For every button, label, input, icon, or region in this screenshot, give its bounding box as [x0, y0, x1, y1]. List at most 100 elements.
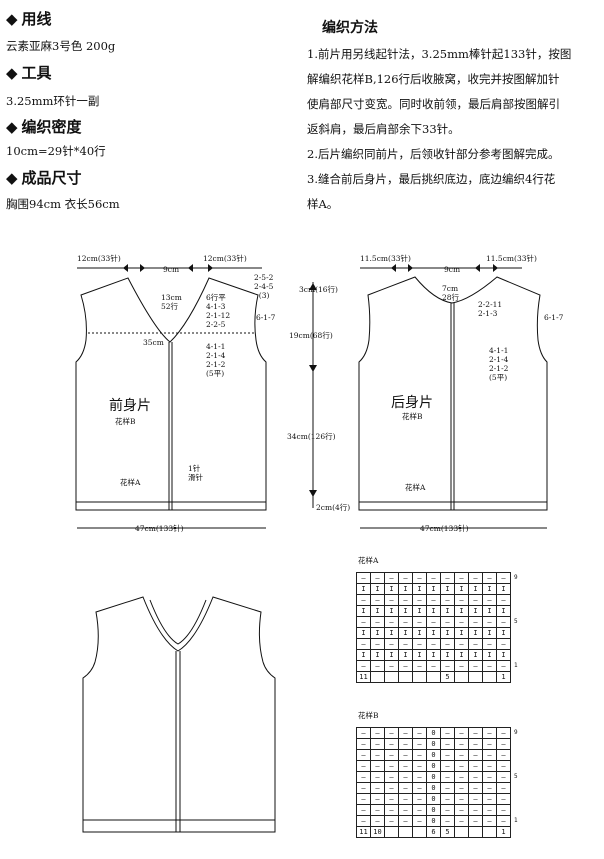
chart-row: —————0————— [356, 793, 528, 805]
chart-cell: — [482, 782, 497, 794]
chart-cell: — [454, 793, 469, 805]
chart-col-number: 10 [370, 826, 385, 838]
chart-row-number [511, 606, 528, 617]
chart-cell: — [370, 760, 385, 772]
diamond-icon: ◆ [6, 64, 18, 82]
front-title: 前身片 [109, 398, 151, 414]
chart-cell: I [454, 649, 469, 661]
chart-cell: — [440, 771, 455, 783]
chart-row: —————0————— [356, 760, 528, 772]
chart-row-number: 5 [514, 618, 518, 625]
chart-cell: — [496, 616, 511, 628]
chart-cell: 0 [426, 782, 441, 794]
chart-cell: — [398, 815, 413, 827]
chart-cell: — [412, 738, 427, 750]
chart-cell: I [440, 605, 455, 617]
chart-cell: — [412, 793, 427, 805]
method-line: 1.前片用另线起针法，3.25mm棒针起133针，按图 [307, 47, 572, 61]
chart-cell: — [426, 594, 441, 606]
chart-cell: 0 [426, 749, 441, 761]
chart-cell: — [482, 815, 497, 827]
chart-cell: — [468, 727, 483, 739]
chart-cell: — [370, 638, 385, 650]
chart-col-number: 11 [356, 826, 371, 838]
chart-cell: I [398, 627, 413, 639]
chart-cell: — [496, 660, 511, 672]
chart-cell: I [370, 583, 385, 595]
chart-cell: I [356, 649, 371, 661]
vertical-armhole: 19cm(68行) [289, 331, 333, 340]
chart-row: ———————————9 [356, 572, 528, 584]
vertical-body: 34cm(126行) [287, 432, 336, 441]
chart-row-number [511, 750, 528, 761]
chart-cell: — [496, 815, 511, 827]
chart-cell: — [468, 638, 483, 650]
size-heading: ◆成品尺寸 [6, 167, 82, 188]
chart-cell: I [412, 649, 427, 661]
chart-cell: — [412, 594, 427, 606]
chart-cell: — [454, 660, 469, 672]
vertical-top: 3cm(16行) [299, 285, 338, 294]
chart-cell: — [468, 738, 483, 750]
chart-cell: — [468, 616, 483, 628]
chart-cell: — [440, 793, 455, 805]
chart-cell: — [412, 782, 427, 794]
chart-cell: I [496, 583, 511, 595]
chart-cell: — [440, 594, 455, 606]
chart-col-number [384, 671, 399, 683]
chart-cell: 0 [426, 760, 441, 772]
chart-cell: — [384, 594, 399, 606]
chart-cell: — [398, 793, 413, 805]
chart-cell: — [496, 572, 511, 584]
chart-cell: I [398, 605, 413, 617]
method-line: 3.缝合前后身片，最后挑织底边，底边编织4行花 [307, 172, 556, 186]
chart-cell: — [468, 594, 483, 606]
chart-cell: — [384, 638, 399, 650]
method-line: 解编织花样B,126行后收腋窝，收完并按图解加针 [307, 72, 560, 86]
chart-cell: — [440, 815, 455, 827]
chart-cell: — [356, 760, 371, 772]
chart-col-number [398, 671, 413, 683]
chart-cell: I [356, 605, 371, 617]
chart-row-number [511, 639, 528, 650]
chart-cell: — [356, 616, 371, 628]
chart-row-number [511, 761, 528, 772]
chart-cell: I [356, 583, 371, 595]
chart-cell: — [468, 804, 483, 816]
chart-cell: I [440, 627, 455, 639]
chart-cell: — [440, 572, 455, 584]
chart-cell: I [468, 583, 483, 595]
chart-cell: — [496, 760, 511, 772]
chart-cell: 0 [426, 771, 441, 783]
chart-cell: I [398, 583, 413, 595]
chart-row: —————0—————1 [356, 815, 528, 827]
chart-cell: — [468, 771, 483, 783]
chart-cell: — [384, 760, 399, 772]
chart-row-number: 1 [514, 817, 518, 824]
method-steps: 1.前片用另线起针法，3.25mm棒针起133针，按图 解编织花样B,126行后… [307, 42, 571, 217]
gauge-text: 10cm=29针*40行 [6, 144, 106, 158]
chart-cell: — [440, 760, 455, 772]
chart-cell: I [384, 583, 399, 595]
chart-cell: — [412, 804, 427, 816]
front-armhole-dec: 4-1-1 2-1-4 2-1-2 (5平) [206, 342, 226, 378]
chart-cell: — [356, 804, 371, 816]
chart-cell: I [440, 649, 455, 661]
chart-cell: — [370, 727, 385, 739]
chart-cell: — [384, 782, 399, 794]
tools-title: 工具 [21, 64, 52, 82]
chart-col-number: 6 [426, 826, 441, 838]
chart-cell: — [454, 804, 469, 816]
chart-col-number: 1 [496, 826, 511, 838]
chart-cell: — [412, 771, 427, 783]
chart-cell: I [412, 583, 427, 595]
chart-cell: — [384, 771, 399, 783]
chart-col-number [426, 671, 441, 683]
chart-cell: I [468, 627, 483, 639]
chart-cell: I [468, 649, 483, 661]
method-line: 返斜肩，最后肩部余下33针。 [307, 122, 460, 136]
chart-cell: — [440, 738, 455, 750]
chart-cell: — [384, 815, 399, 827]
